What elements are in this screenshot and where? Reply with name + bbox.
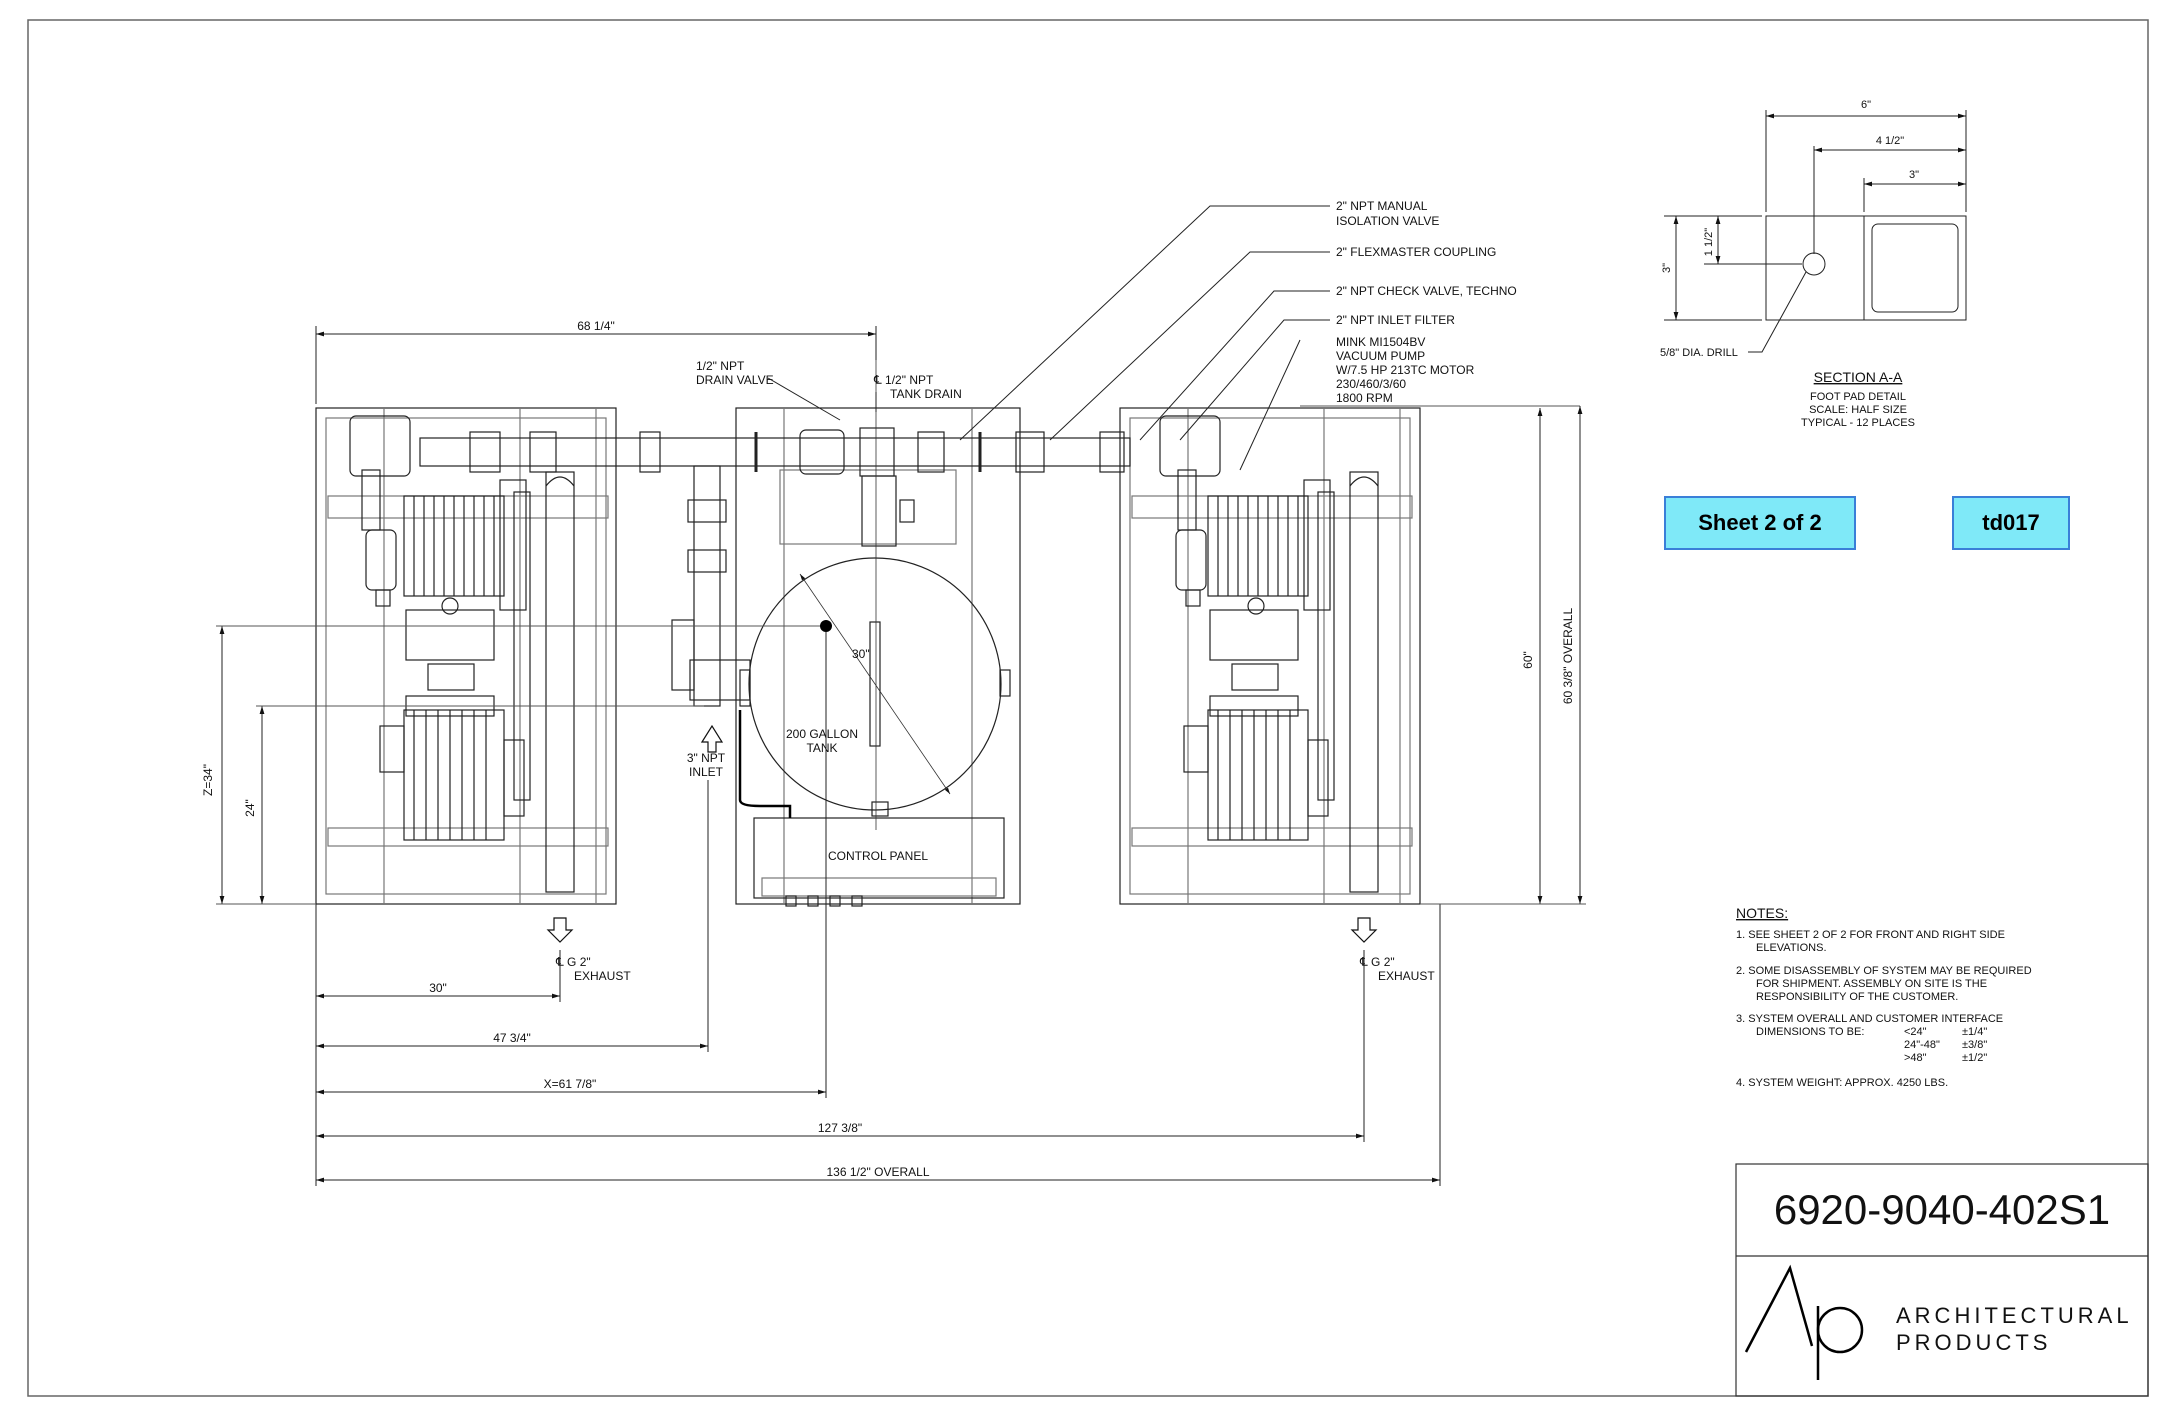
callout-drain-valve: 1/2" NPT DRAIN VALVE — [696, 359, 774, 387]
dim-x: X=61 7/8" — [544, 1077, 597, 1091]
callout-isolation-valve-line1: 2" NPT MANUAL — [1336, 199, 1428, 213]
note-3-line2: DIMENSIONS TO BE: — [1756, 1026, 1864, 1038]
callout-inlet: 3" NPT INLET — [687, 751, 726, 779]
section-title: SECTION A-A — [1814, 369, 1903, 385]
sheet-border — [27, 19, 2149, 1397]
callout-pump-line4: 230/460/3/60 — [1336, 377, 1406, 391]
exhaust-arrow-left — [546, 917, 574, 943]
callout-tank-drain-line2: TANK DRAIN — [890, 387, 962, 401]
callout-exhaust-left-line2: EXHAUST — [574, 969, 631, 983]
note-4: 4. SYSTEM WEIGHT: APPROX. 4250 LBS. — [1736, 1077, 1948, 1089]
section-drill-label: 5/8" DIA. DRILL — [1660, 347, 1738, 359]
section-dim-3w: 3" — [1909, 169, 1919, 181]
note-3-line1: 3. SYSTEM OVERALL AND CUSTOMER INTERFACE — [1736, 1013, 2003, 1025]
dim-24: 24" — [243, 799, 257, 817]
dim-127: 127 3/8" — [818, 1121, 862, 1135]
section-dim-6: 6" — [1861, 99, 1871, 111]
callout-exhaust-right: ℄ G 2" EXHAUST — [1359, 955, 1435, 983]
callout-control-panel: CONTROL PANEL — [828, 849, 928, 863]
tolerance-range-3: >48" — [1904, 1052, 1927, 1064]
title-block — [1735, 1163, 2149, 1397]
dimension-lines — [216, 326, 1586, 1186]
dim-overall-width: 136 1/2" OVERALL — [827, 1165, 930, 1179]
dim-overall-height: 60 3/8" OVERALL — [1561, 608, 1575, 705]
company-logo — [1744, 1264, 1864, 1380]
tank-skid — [419, 407, 1131, 907]
callout-leaders — [767, 205, 1580, 471]
tolerance-value-3: ±1/2" — [1962, 1052, 1987, 1064]
notes-block: NOTES: 1. SEE SHEET 2 OF 2 FOR FRONT AND… — [1736, 905, 2032, 1089]
section-caption-line1: FOOT PAD DETAIL — [1810, 391, 1906, 403]
dim-top-width: 68 1/4" — [577, 319, 615, 333]
dim-30: 30" — [429, 981, 447, 995]
section-dim-3h: 3" — [1661, 263, 1673, 273]
sheet-number-badge: Sheet 2 of 2 — [1664, 496, 1856, 550]
callout-pump-line5: 1800 RPM — [1336, 391, 1393, 405]
callout-flexmaster: 2" FLEXMASTER COUPLING — [1336, 245, 1496, 259]
callout-check-valve: 2" NPT CHECK VALVE, TECHNO — [1336, 284, 1517, 298]
section-caption-line2: SCALE: HALF SIZE — [1809, 404, 1907, 416]
callout-tank-drain-line1: ℄ 1/2" NPT — [873, 373, 934, 387]
company-name-line1: ARCHITECTURAL — [1896, 1303, 2133, 1328]
callout-pump-line2: VACUUM PUMP — [1336, 349, 1425, 363]
callout-pump: MINK MI1504BV VACUUM PUMP W/7.5 HP 213TC… — [1336, 335, 1475, 405]
note-2-line2: FOR SHIPMENT. ASSEMBLY ON SITE IS THE — [1756, 978, 1987, 990]
callout-exhaust-left: ℄ G 2" EXHAUST — [555, 955, 631, 983]
exhaust-arrow-right — [1350, 917, 1378, 943]
callout-drain-valve-line1: 1/2" NPT — [696, 359, 745, 373]
section-dim-1-5: 1 1/2" — [1703, 228, 1715, 256]
dim-60: 60" — [1521, 651, 1535, 669]
callout-exhaust-left-line1: ℄ G 2" — [555, 955, 591, 969]
callout-isolation-valve: 2" NPT MANUAL ISOLATION VALVE — [1336, 199, 1439, 228]
tank-centerlines — [799, 360, 951, 830]
dim-z: Z=34" — [201, 764, 215, 796]
tank-dimension-point — [820, 620, 832, 632]
callout-tank-drain: ℄ 1/2" NPT TANK DRAIN — [873, 373, 962, 401]
callout-inlet-line1: 3" NPT — [687, 751, 726, 765]
callout-inlet-filter: 2" NPT INLET FILTER — [1336, 313, 1455, 327]
dim-47: 47 3/4" — [493, 1031, 531, 1045]
note-2-line3: RESPONSIBILITY OF THE CUSTOMER. — [1756, 991, 1958, 1003]
section-detail — [1664, 110, 1967, 353]
tolerance-value-2: ±3/8" — [1962, 1039, 1987, 1051]
drawing-number: 6920-9040-402S1 — [1774, 1186, 2110, 1233]
company-name-line2: PRODUCTS — [1896, 1330, 2051, 1355]
section-dim-4-5: 4 1/2" — [1876, 135, 1904, 147]
note-1-line1: 1. SEE SHEET 2 OF 2 FOR FRONT AND RIGHT … — [1736, 929, 2005, 941]
drawing-code-badge: td017 — [1952, 496, 2070, 550]
notes-heading: NOTES: — [1736, 905, 1788, 921]
callout-inlet-line2: INLET — [689, 765, 724, 779]
tank-diameter-label: 30" — [852, 647, 870, 661]
callout-pump-line1: MINK MI1504BV — [1336, 335, 1425, 349]
section-caption: FOOT PAD DETAIL SCALE: HALF SIZE TYPICAL… — [1801, 391, 1915, 429]
inlet-arrow — [700, 724, 724, 753]
section-caption-line3: TYPICAL - 12 PLACES — [1801, 417, 1915, 429]
tolerance-range-2: 24"-48" — [1904, 1039, 1940, 1051]
callout-exhaust-right-line1: ℄ G 2" — [1359, 955, 1395, 969]
note-2-line1: 2. SOME DISASSEMBLY OF SYSTEM MAY BE REQ… — [1736, 965, 2032, 977]
tolerance-range-1: <24" — [1904, 1026, 1927, 1038]
callout-exhaust-right-line2: EXHAUST — [1378, 969, 1435, 983]
callout-tank-line1: 200 GALLON — [786, 727, 858, 741]
callout-drain-valve-line2: DRAIN VALVE — [696, 373, 774, 387]
callout-pump-line3: W/7.5 HP 213TC MOTOR — [1336, 363, 1475, 377]
callout-tank: 200 GALLON TANK — [786, 727, 858, 755]
tolerance-value-1: ±1/4" — [1962, 1026, 1987, 1038]
company-name: ARCHITECTURAL PRODUCTS — [1896, 1303, 2133, 1355]
callout-isolation-valve-line2: ISOLATION VALVE — [1336, 214, 1439, 228]
right-pump-skid — [1119, 407, 1421, 905]
left-pump-skid — [315, 407, 617, 905]
callout-tank-line2: TANK — [806, 741, 837, 755]
note-1-line2: ELEVATIONS. — [1756, 942, 1827, 954]
